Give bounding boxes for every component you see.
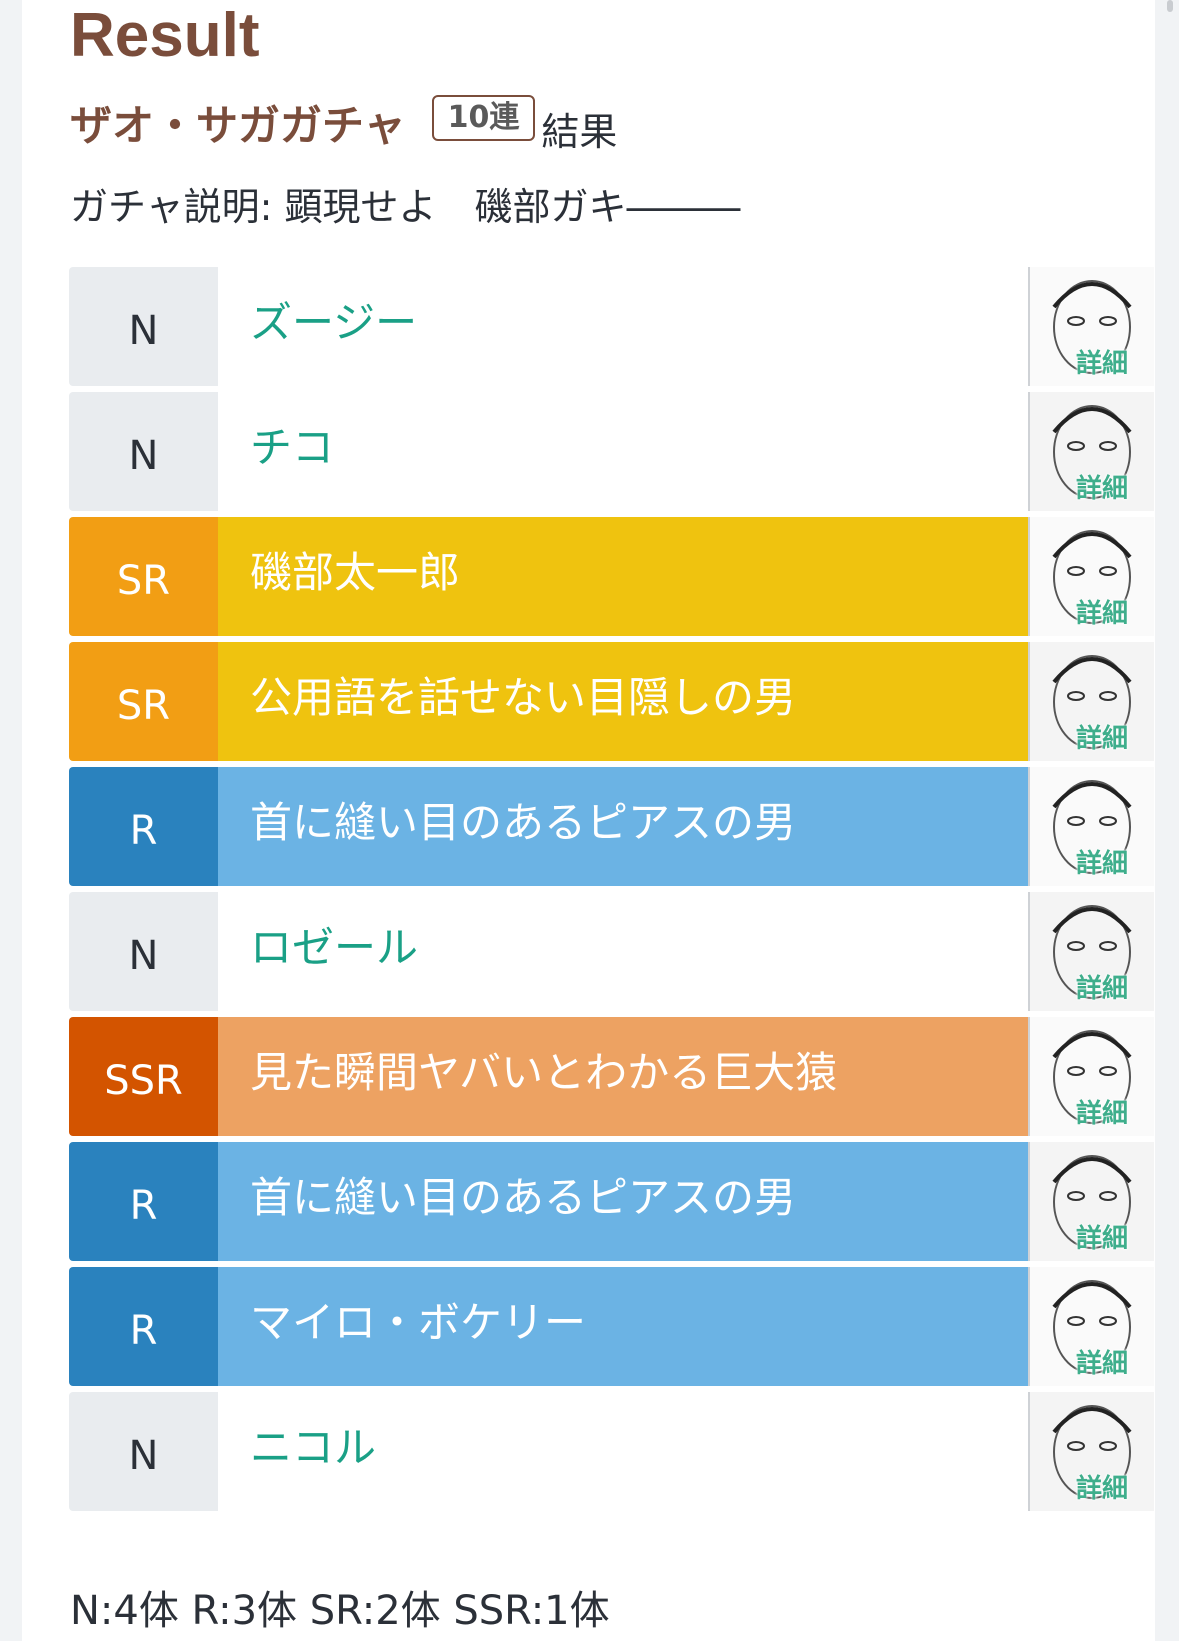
detail-link[interactable]: 詳細 (1075, 1474, 1128, 1504)
gacha-title-row: ザオ・サガガチャ 10連 結果 (70, 92, 617, 154)
sketch-illustration (1030, 1267, 1154, 1386)
character-thumbnail[interactable]: 詳細 (1028, 1392, 1154, 1511)
result-row: R 首に縫い目のあるピアスの男 詳細 (69, 767, 1154, 886)
result-row: R 首に縫い目のあるピアスの男 詳細 (69, 1142, 1154, 1261)
detail-link[interactable]: 詳細 (1075, 599, 1128, 629)
character-name[interactable]: マイロ・ボケリー (218, 1267, 1030, 1386)
detail-link[interactable]: 詳細 (1075, 724, 1128, 754)
rarity-label: SSR (69, 1017, 218, 1136)
rarity-label: N (69, 267, 218, 386)
scrollbar[interactable] (1167, 0, 1173, 12)
detail-link[interactable]: 詳細 (1075, 974, 1128, 1004)
detail-link[interactable]: 詳細 (1075, 349, 1128, 379)
detail-link[interactable]: 詳細 (1075, 474, 1128, 504)
sketch-illustration (1030, 642, 1154, 761)
character-thumbnail[interactable]: 詳細 (1028, 892, 1154, 1011)
character-name[interactable]: ズージー (218, 267, 1030, 386)
page-title: Result (70, 1, 260, 70)
character-name[interactable]: チコ (218, 392, 1030, 511)
result-page: Result ザオ・サガガチャ 10連 結果 ガチャ説明: 顕現せよ 磯部ガキ―… (22, 0, 1155, 1641)
character-name[interactable]: ロゼール (218, 892, 1030, 1011)
detail-link[interactable]: 詳細 (1075, 849, 1128, 879)
detail-link[interactable]: 詳細 (1075, 1224, 1128, 1254)
gacha-description: ガチャ説明: 顕現せよ 磯部ガキ――― (70, 185, 741, 229)
result-row: N ズージー 詳細 (69, 267, 1154, 386)
result-row: R マイロ・ボケリー 詳細 (69, 1267, 1154, 1386)
sketch-illustration (1030, 767, 1154, 886)
character-name[interactable]: ニコル (218, 1392, 1030, 1511)
sketch-illustration (1030, 892, 1154, 1011)
character-thumbnail[interactable]: 詳細 (1028, 1267, 1154, 1386)
character-name[interactable]: 首に縫い目のあるピアスの男 (218, 767, 1030, 886)
character-name[interactable]: 公用語を話せない目隠しの男 (218, 642, 1030, 761)
roll-count-badge: 10連 (431, 95, 536, 141)
character-thumbnail[interactable]: 詳細 (1028, 767, 1154, 886)
result-suffix: 結果 (541, 109, 618, 154)
result-row: SSR 見た瞬間ヤバいとわかる巨大猿 詳細 (69, 1017, 1154, 1136)
rarity-label: N (69, 1392, 218, 1511)
rarity-label: N (69, 892, 218, 1011)
result-row: N ニコル 詳細 (69, 1392, 1154, 1511)
character-thumbnail[interactable]: 詳細 (1028, 392, 1154, 511)
sketch-illustration (1030, 517, 1154, 636)
sketch-illustration (1030, 392, 1154, 511)
character-name[interactable]: 首に縫い目のあるピアスの男 (218, 1142, 1030, 1261)
character-thumbnail[interactable]: 詳細 (1028, 1017, 1154, 1136)
sketch-illustration (1030, 267, 1154, 386)
rarity-summary: N:4体 R:3体 SR:2体 SSR:1体 (70, 1588, 610, 1634)
rarity-label: SR (69, 642, 218, 761)
detail-link[interactable]: 詳細 (1075, 1099, 1128, 1129)
sketch-illustration (1030, 1017, 1154, 1136)
character-thumbnail[interactable]: 詳細 (1028, 642, 1154, 761)
rarity-label: SR (69, 517, 218, 636)
sketch-illustration (1030, 1392, 1154, 1511)
character-thumbnail[interactable]: 詳細 (1028, 517, 1154, 636)
detail-link[interactable]: 詳細 (1075, 1349, 1128, 1379)
result-row: SR 磯部太一郎 詳細 (69, 517, 1154, 636)
character-thumbnail[interactable]: 詳細 (1028, 1142, 1154, 1261)
sketch-illustration (1030, 1142, 1154, 1261)
rarity-label: N (69, 392, 218, 511)
rarity-label: R (69, 767, 218, 886)
rarity-label: R (69, 1267, 218, 1386)
character-name[interactable]: 見た瞬間ヤバいとわかる巨大猿 (218, 1017, 1030, 1136)
rarity-label: R (69, 1142, 218, 1261)
gacha-name: ザオ・サガガチャ (70, 100, 406, 150)
character-thumbnail[interactable]: 詳細 (1028, 267, 1154, 386)
character-name[interactable]: 磯部太一郎 (218, 517, 1030, 636)
result-row: N ロゼール 詳細 (69, 892, 1154, 1011)
result-row: N チコ 詳細 (69, 392, 1154, 511)
result-list: N ズージー 詳細 N チコ 詳細 SR 磯部太一郎 詳細 SR 公用語を話せな… (69, 267, 1154, 1517)
result-row: SR 公用語を話せない目隠しの男 詳細 (69, 642, 1154, 761)
